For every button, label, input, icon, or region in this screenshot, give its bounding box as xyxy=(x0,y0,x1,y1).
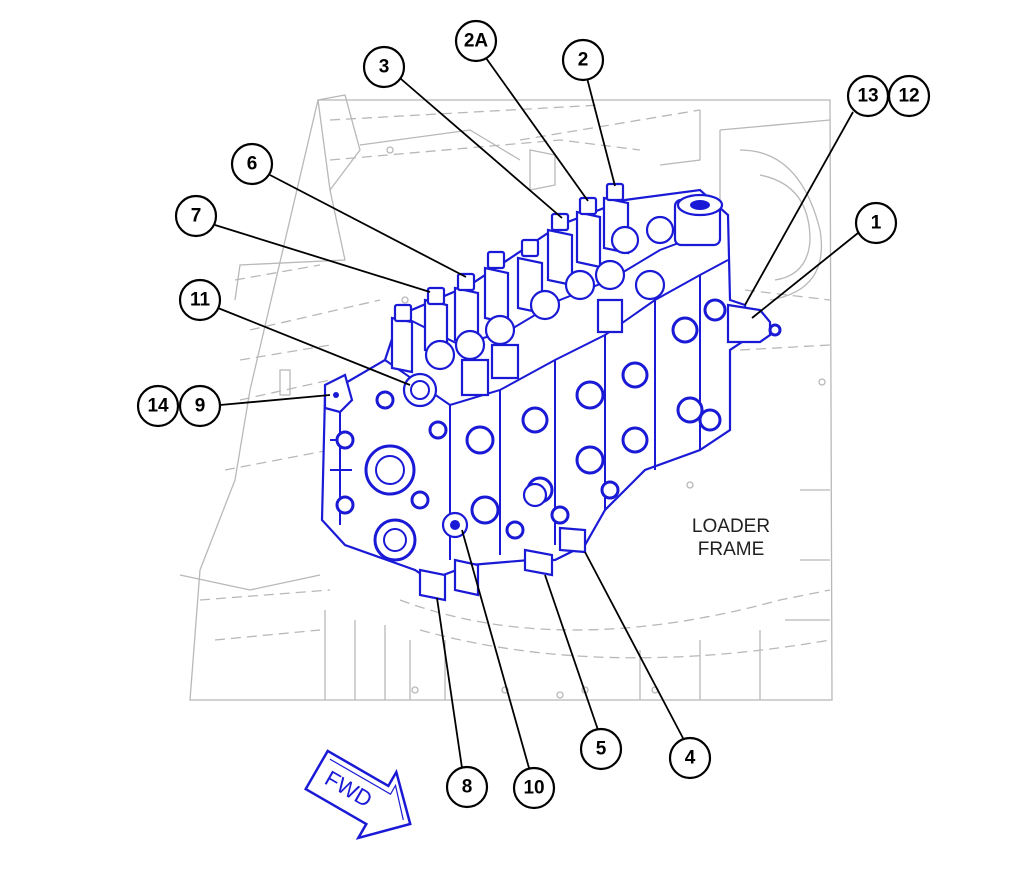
callout-2a-label: 2A xyxy=(464,31,489,52)
callout-2a: 2A xyxy=(454,19,498,63)
callout-11: 11 xyxy=(178,278,222,322)
callout-8: 8 xyxy=(445,765,489,809)
callout-2: 2 xyxy=(561,38,605,82)
callout-10-label: 10 xyxy=(523,778,544,799)
spool-caps xyxy=(390,182,630,374)
callout-1: 1 xyxy=(854,201,898,245)
callout-6: 6 xyxy=(230,142,274,186)
callout-9: 9 xyxy=(178,384,222,428)
callout-13: 13 xyxy=(846,74,890,118)
outlet-port xyxy=(373,518,417,562)
callout-5: 5 xyxy=(579,727,623,771)
callout-3-label: 3 xyxy=(379,57,390,78)
loader-frame xyxy=(179,94,833,701)
callout-11-label: 11 xyxy=(190,290,211,311)
leader-11 xyxy=(217,307,411,386)
leader-2a xyxy=(485,57,589,202)
loader-frame-label-line2: FRAME xyxy=(698,539,765,560)
callout-2-label: 2 xyxy=(578,50,589,71)
callout-12-label: 12 xyxy=(898,86,919,107)
leader-8 xyxy=(436,597,463,769)
callout-7-label: 7 xyxy=(191,206,202,227)
relief-valves xyxy=(402,215,675,408)
leader-9 xyxy=(219,394,331,406)
control-valve-assembly xyxy=(320,182,782,602)
leader-1 xyxy=(751,232,859,319)
callout-14-label: 14 xyxy=(147,396,169,417)
leader-3 xyxy=(400,78,563,219)
callout-7: 7 xyxy=(174,194,218,238)
callout-5-label: 5 xyxy=(596,739,607,760)
loader-frame-label-line1: LOADER xyxy=(692,516,770,537)
leader-lines xyxy=(214,57,859,769)
leader-4 xyxy=(584,551,685,741)
callout-6-label: 6 xyxy=(247,154,258,175)
leader-7 xyxy=(214,224,431,293)
callout-4-label: 4 xyxy=(685,748,696,769)
leader-2 xyxy=(586,77,616,187)
callout-4: 4 xyxy=(668,736,712,780)
callout-10: 10 xyxy=(512,766,556,810)
leader-13 xyxy=(744,111,854,306)
pressure-fitting xyxy=(726,303,772,344)
inlet-port xyxy=(364,444,416,496)
leader-10 xyxy=(461,529,530,769)
callout-1-label: 1 xyxy=(871,213,882,234)
leader-6 xyxy=(269,174,467,278)
callout-12: 12 xyxy=(887,74,931,118)
callout-14: 14 xyxy=(136,384,180,428)
callout-9-label: 9 xyxy=(195,396,206,417)
fwd-arrow: FWD xyxy=(303,749,412,840)
callout-3: 3 xyxy=(362,45,406,89)
callout-13-label: 13 xyxy=(857,86,878,107)
callout-8-label: 8 xyxy=(462,777,473,798)
leader-5 xyxy=(544,574,599,731)
